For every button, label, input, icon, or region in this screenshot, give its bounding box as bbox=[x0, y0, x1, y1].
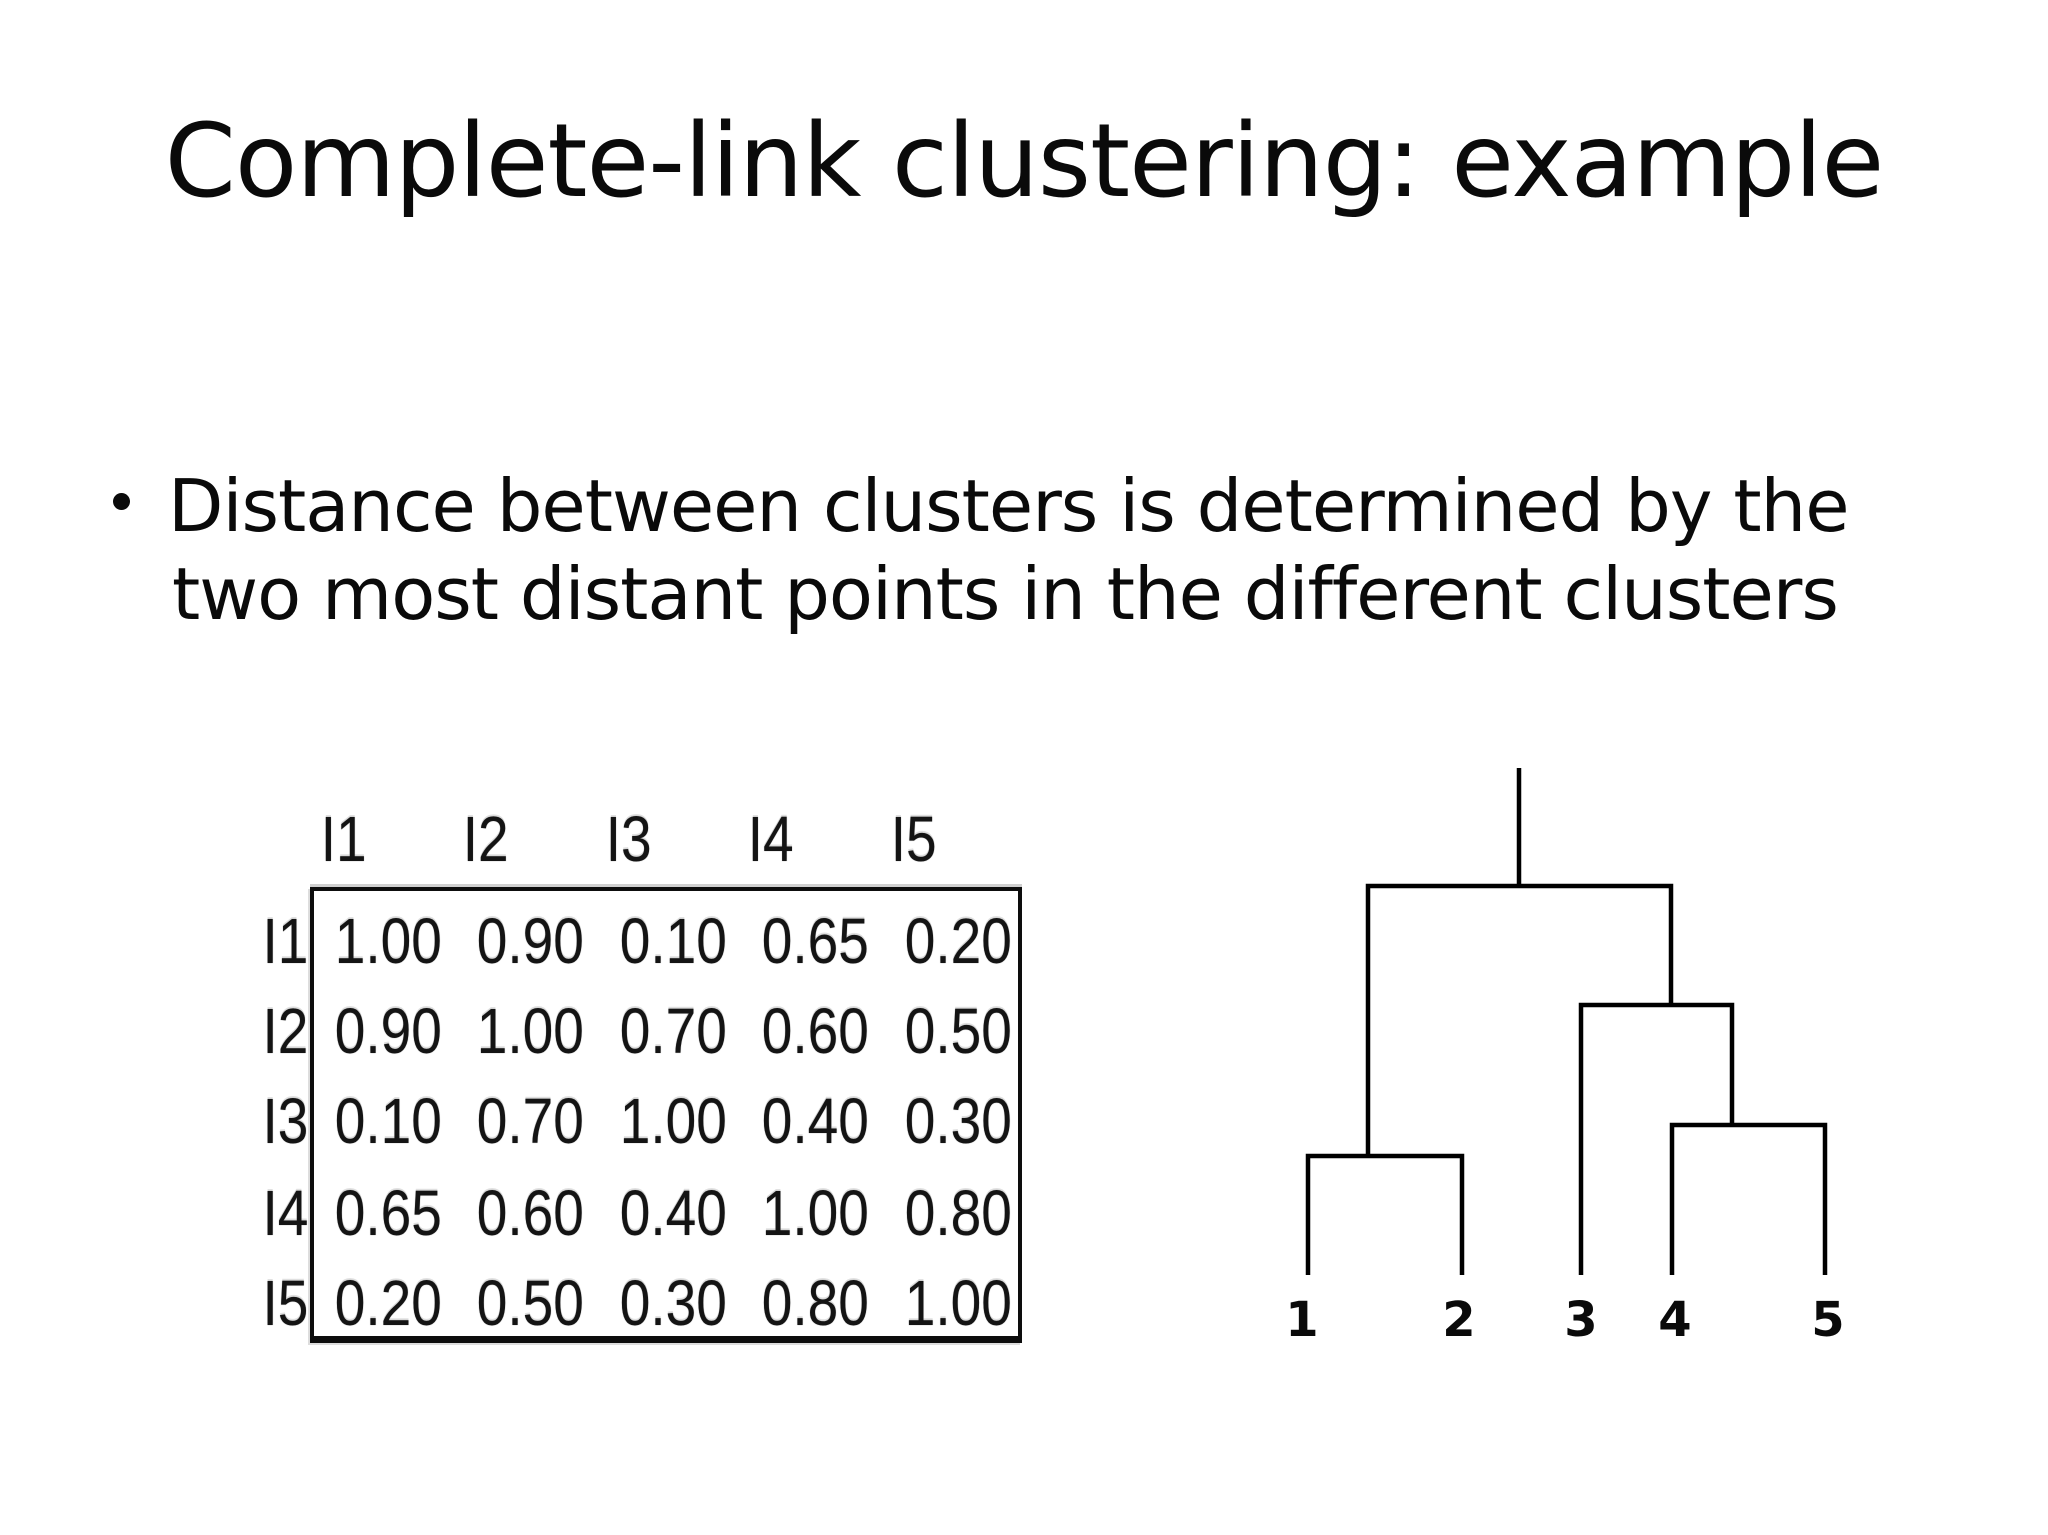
matrix-cell: 0.90 bbox=[317, 986, 460, 1076]
dendrogram-leaf-label-2: 2 bbox=[1442, 1292, 1476, 1348]
matrix-cell-text: 0.20 bbox=[904, 905, 1012, 977]
matrix-row-i1: I1 1.00 0.90 0.10 0.65 0.20 bbox=[240, 896, 1040, 986]
matrix-row-label-i3: I3 bbox=[240, 1076, 308, 1166]
bullet-marker-icon bbox=[113, 493, 130, 510]
matrix-border-box bbox=[310, 887, 1022, 1343]
dendrogram-leaf-label-1: 1 bbox=[1285, 1292, 1319, 1348]
matrix-row-label-i2: I2 bbox=[240, 986, 308, 1076]
matrix-cell: 0.20 bbox=[317, 1258, 460, 1348]
matrix-cell: 0.70 bbox=[602, 986, 745, 1076]
matrix-cell-text: 0.80 bbox=[904, 1177, 1012, 1249]
matrix-row-label-i1: I1 bbox=[240, 896, 308, 986]
matrix-row-i3-values: 0.10 0.70 1.00 0.40 0.30 bbox=[317, 1076, 1030, 1166]
matrix-cell: 0.50 bbox=[460, 1258, 603, 1348]
dendrogram-lines bbox=[1305, 768, 1828, 1275]
bullet-text: Distance between clusters is determined … bbox=[168, 462, 1988, 638]
matrix-cell-text: 0.80 bbox=[762, 1267, 870, 1339]
matrix-cell: 0.30 bbox=[887, 1076, 1030, 1166]
matrix-row-i4: I4 0.65 0.60 0.40 1.00 0.80 bbox=[240, 1168, 1040, 1258]
matrix-cell: 0.90 bbox=[460, 896, 603, 986]
matrix-row-label-i5: I5 bbox=[240, 1258, 308, 1348]
matrix-cell: 0.10 bbox=[317, 1076, 460, 1166]
matrix-cell-text: 0.90 bbox=[334, 995, 442, 1067]
matrix-cell-text: 0.20 bbox=[334, 1267, 442, 1339]
matrix-cell-text: 0.50 bbox=[904, 995, 1012, 1067]
dendrogram: 1 2 3 4 5 bbox=[1250, 760, 1890, 1380]
matrix-cell: 1.00 bbox=[602, 1076, 745, 1166]
matrix-cell-text: 0.30 bbox=[904, 1085, 1012, 1157]
matrix-cell-text: 0.50 bbox=[477, 1267, 585, 1339]
matrix-row-i5: I5 0.20 0.50 0.30 0.80 1.00 bbox=[240, 1258, 1040, 1348]
matrix-col-header-i3: I3 bbox=[557, 804, 700, 874]
matrix-cell: 1.00 bbox=[460, 986, 603, 1076]
bullet-text-line-1: Distance between clusters is determined … bbox=[168, 464, 1850, 548]
matrix-cell: 1.00 bbox=[887, 1258, 1030, 1348]
matrix-cell-text: 0.40 bbox=[619, 1177, 727, 1249]
dendrogram-leaf-label-4: 4 bbox=[1658, 1292, 1692, 1348]
matrix-row-i4-values: 0.65 0.60 0.40 1.00 0.80 bbox=[317, 1168, 1030, 1258]
matrix-row-i3: I3 0.10 0.70 1.00 0.40 0.30 bbox=[240, 1076, 1040, 1166]
dendrogram-leaf-label-3: 3 bbox=[1564, 1292, 1598, 1348]
matrix-col-header-i1: I1 bbox=[272, 804, 415, 874]
matrix-cell-text: 1.00 bbox=[334, 905, 442, 977]
matrix-row-label-i4: I4 bbox=[240, 1168, 308, 1258]
matrix-row-i2: I2 0.90 1.00 0.70 0.60 0.50 bbox=[240, 986, 1040, 1076]
matrix-cell: 0.20 bbox=[887, 896, 1030, 986]
matrix-cell: 0.80 bbox=[745, 1258, 888, 1348]
matrix-cell: 0.65 bbox=[745, 896, 888, 986]
matrix-col-header-i5-text: I5 bbox=[890, 803, 937, 875]
matrix-cell: 0.40 bbox=[602, 1168, 745, 1258]
bullet-text-line-2: two most distant points in the different… bbox=[172, 552, 1839, 636]
matrix-cell-text: 0.65 bbox=[334, 1177, 442, 1249]
matrix-cell-text: 1.00 bbox=[904, 1267, 1012, 1339]
matrix-cell-text: 0.10 bbox=[334, 1085, 442, 1157]
matrix-row-label-i3-text: I3 bbox=[262, 1085, 308, 1157]
matrix-cell-text: 0.40 bbox=[762, 1085, 870, 1157]
matrix-row-i2-values: 0.90 1.00 0.70 0.60 0.50 bbox=[317, 986, 1030, 1076]
matrix-column-headers: I1 I2 I3 I4 I5 bbox=[272, 804, 985, 874]
matrix-col-header-i4: I4 bbox=[700, 804, 843, 874]
matrix-cell: 0.65 bbox=[317, 1168, 460, 1258]
matrix-col-header-i4-text: I4 bbox=[747, 803, 794, 875]
matrix-col-header-i2: I2 bbox=[415, 804, 558, 874]
dendrogram-top-merge bbox=[1365, 883, 1674, 1156]
matrix-cell: 0.30 bbox=[602, 1258, 745, 1348]
matrix-cell: 0.10 bbox=[602, 896, 745, 986]
matrix-cell-text: 0.70 bbox=[477, 1085, 585, 1157]
matrix-row-i1-values: 1.00 0.90 0.10 0.65 0.20 bbox=[317, 896, 1030, 986]
dendrogram-merge-4-5 bbox=[1669, 1122, 1828, 1275]
matrix-cell: 1.00 bbox=[317, 896, 460, 986]
matrix-cell-text: 0.90 bbox=[477, 905, 585, 977]
matrix-row-label-i5-text: I5 bbox=[262, 1267, 308, 1339]
matrix-cell-text: 1.00 bbox=[762, 1177, 870, 1249]
matrix-col-header-i3-text: I3 bbox=[605, 803, 652, 875]
matrix-cell-text: 0.60 bbox=[477, 1177, 585, 1249]
matrix-cell: 0.60 bbox=[460, 1168, 603, 1258]
matrix-cell: 1.00 bbox=[745, 1168, 888, 1258]
matrix-col-header-i5: I5 bbox=[842, 804, 985, 874]
dendrogram-leaf-label-5: 5 bbox=[1811, 1292, 1845, 1348]
matrix-cell-text: 0.10 bbox=[619, 905, 727, 977]
similarity-matrix: I1 I2 I3 I4 I5 I1 1.00 0.90 0.10 0.65 0.… bbox=[240, 804, 1040, 1392]
matrix-cell-text: 1.00 bbox=[619, 1085, 727, 1157]
dendrogram-merge-1-2 bbox=[1305, 1153, 1465, 1275]
dendrogram-merge-3-45 bbox=[1578, 1002, 1735, 1275]
matrix-cell: 0.50 bbox=[887, 986, 1030, 1076]
matrix-col-header-i2-text: I2 bbox=[462, 803, 509, 875]
matrix-row-label-i2-text: I2 bbox=[262, 995, 308, 1067]
matrix-cell-text: 0.60 bbox=[762, 995, 870, 1067]
matrix-row-i5-values: 0.20 0.50 0.30 0.80 1.00 bbox=[317, 1258, 1030, 1348]
matrix-cell: 0.60 bbox=[745, 986, 888, 1076]
matrix-cell-text: 0.30 bbox=[619, 1267, 727, 1339]
matrix-cell: 0.70 bbox=[460, 1076, 603, 1166]
page-title: Complete-link clustering: example bbox=[164, 102, 1885, 221]
matrix-cell: 0.80 bbox=[887, 1168, 1030, 1258]
matrix-row-label-i4-text: I4 bbox=[262, 1177, 308, 1249]
matrix-cell-text: 1.00 bbox=[477, 995, 585, 1067]
matrix-cell-text: 0.70 bbox=[619, 995, 727, 1067]
matrix-col-header-i1-text: I1 bbox=[320, 803, 367, 875]
matrix-cell-text: 0.65 bbox=[762, 905, 870, 977]
matrix-cell: 0.40 bbox=[745, 1076, 888, 1166]
matrix-row-label-i1-text: I1 bbox=[262, 905, 308, 977]
